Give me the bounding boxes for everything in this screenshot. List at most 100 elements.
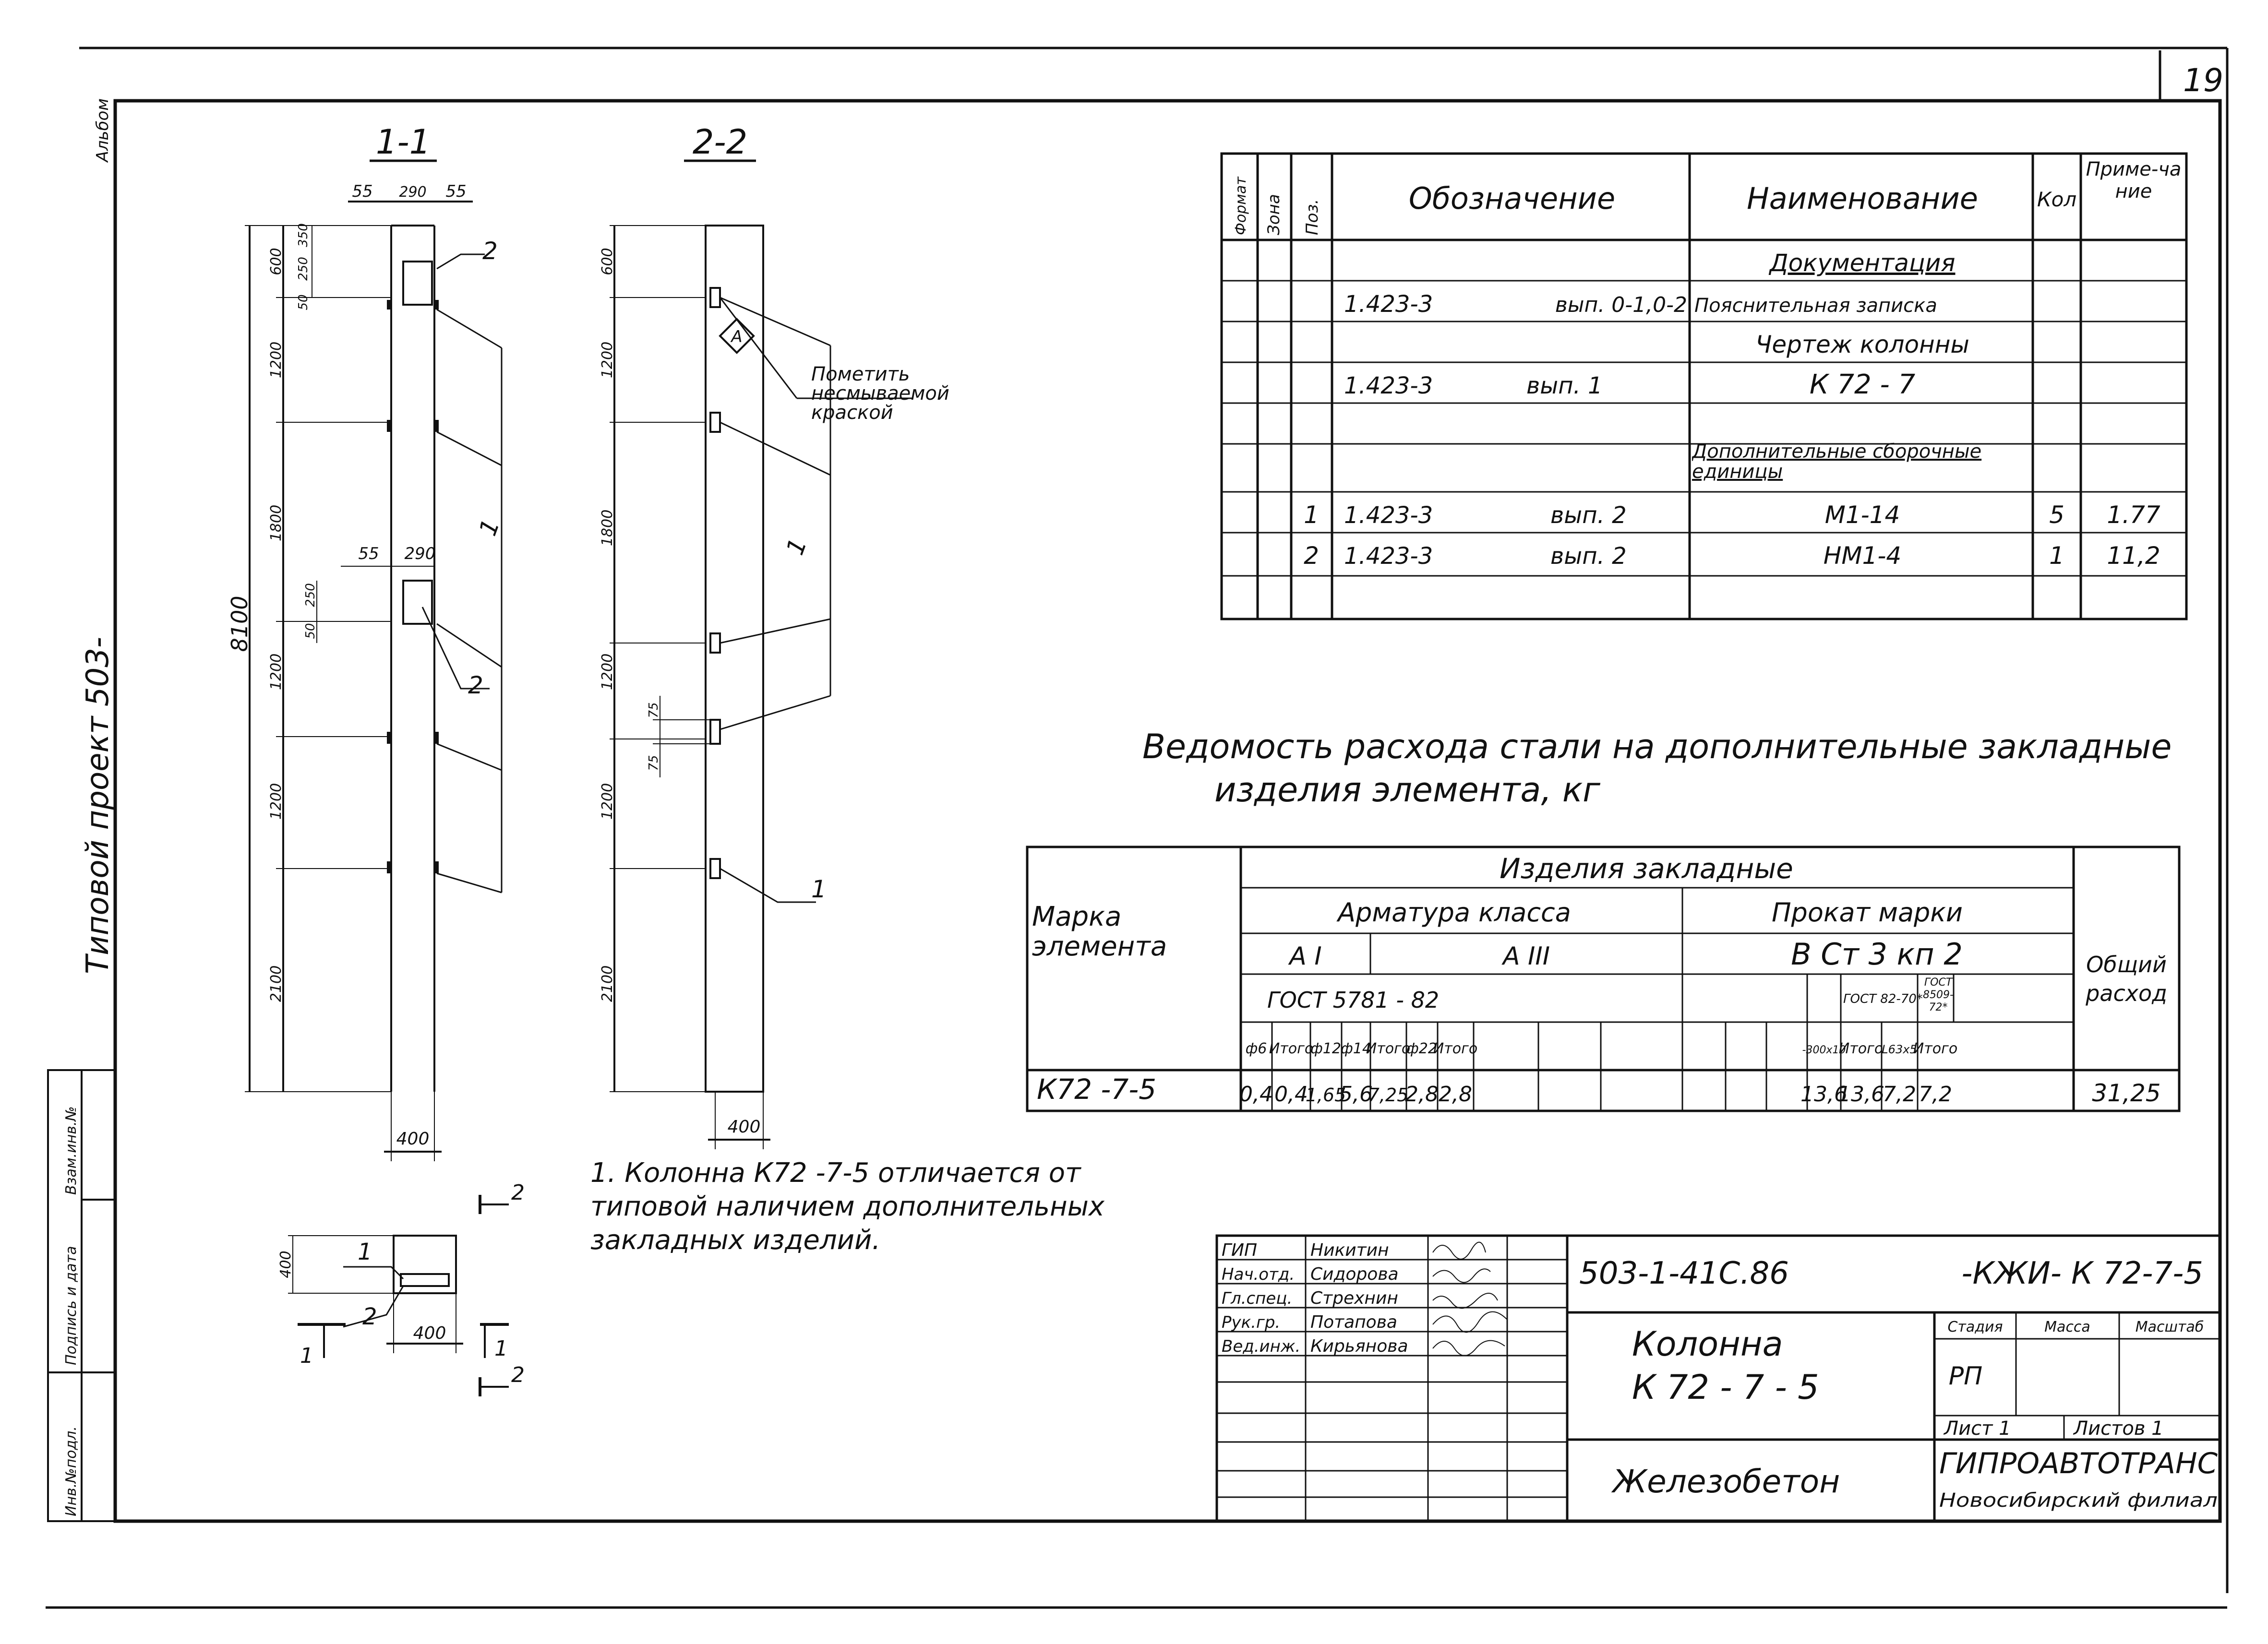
plate-2	[709, 719, 721, 745]
top-vdim-250: 250	[296, 257, 311, 281]
sheet-number: 19	[2183, 62, 2223, 99]
spec-pos: 1	[1304, 501, 1319, 529]
spec-issue: вып. 2	[1550, 502, 1627, 529]
steel-row-value: 2,8	[1439, 1082, 1472, 1107]
steel-row-value: 2,8	[1405, 1082, 1439, 1107]
spec-note: 1.77	[2107, 501, 2160, 529]
mid-vdim-50: 50	[303, 623, 318, 639]
spec-table-frame	[1220, 152, 2188, 620]
plan-leader-2	[343, 1286, 404, 1328]
side-inv-no: Инв.№подл.	[63, 1426, 80, 1516]
tb-name: Сидорова	[1310, 1264, 1399, 1284]
title-block: ГИП Нач.отд. Гл.спец. Рук.гр. Вед.инж. Н…	[1215, 1234, 2221, 1523]
callout-1: 1	[474, 515, 505, 539]
steel-sub-headers: ф6 Итого ф12 ф14 Итого ф22 Итого -300х10…	[1246, 1040, 1958, 1057]
base-width-2: 400	[728, 1117, 761, 1137]
leader-line	[436, 253, 485, 270]
steel-rolled-header: Прокат марки	[1772, 897, 1963, 928]
vdim-600: 600	[268, 248, 285, 275]
steel-row-mark: К72 -7-5	[1037, 1073, 1156, 1106]
section-2-2: 2-2	[599, 122, 949, 1149]
spec-issue: вып. 0-1,0-2	[1555, 293, 1687, 317]
side-replace: Взам.инв.№	[63, 1106, 80, 1195]
steel-row-value: 13,6	[1800, 1082, 1848, 1107]
spec-name-box: Дополнительные сборочные единицы	[1692, 441, 1981, 482]
tb-scale-header: Масштаб	[2136, 1319, 2204, 1335]
leader-line	[720, 868, 816, 903]
spec-code: 1.423-3	[1344, 372, 1433, 399]
upper-opening	[402, 261, 433, 306]
plate-2	[709, 287, 721, 308]
spec-name: НМ1-4	[1824, 542, 1901, 570]
tb-stage-header: Стадия	[1947, 1319, 2003, 1335]
signature-scribble	[1432, 1268, 1491, 1283]
tb-mass-header: Масса	[2044, 1319, 2090, 1335]
steel-total-header-box: Общий расход	[2086, 952, 2167, 1006]
leader-line	[720, 421, 831, 476]
tb-doc-code: 503-1-41С.86	[1579, 1256, 1789, 1291]
spec-name: К 72 - 7	[1810, 369, 1916, 400]
steel-row-value: 7,25	[1368, 1084, 1409, 1106]
steel-row-value: 0,4	[1274, 1082, 1308, 1107]
signature-scribble	[1432, 1241, 1486, 1260]
leader-line	[436, 872, 502, 893]
steel-sub-header: -300х10	[1802, 1044, 1846, 1056]
top-vdim-50: 50	[296, 294, 311, 310]
steel-gost-8240: ГОСТ 82-70*	[1843, 992, 1923, 1006]
plan-view: 400 400 1 2 2 1 1 2	[277, 1180, 525, 1396]
plan-outline	[393, 1235, 457, 1294]
tb-sheets: Листов 1	[2073, 1418, 2164, 1440]
steel-title-line2: изделия элемента, кг	[1214, 770, 1601, 810]
steel-class-ai: А I	[1288, 942, 1321, 971]
tb-stage: РП	[1949, 1362, 1982, 1391]
tb-name: Потапова	[1310, 1312, 1397, 1332]
plan-leader-1	[343, 1266, 404, 1280]
plate-2	[709, 632, 721, 654]
overall-height: 8100	[227, 596, 252, 652]
spec-row: 1.423-3 вып. 0-1,0-2 Пояснительная запис…	[1344, 291, 1937, 318]
plan-plate	[400, 1273, 450, 1287]
sheet-frame	[46, 47, 2229, 1609]
steel-data-row: К72 -7-5 0,4 0,4 1,65 5,6 7,25 2,8 2,8 1…	[1037, 1073, 2161, 1107]
steel-sub-header: Итого	[1366, 1040, 1410, 1057]
base-width: 400	[396, 1129, 430, 1149]
small-dim-75: 75	[647, 755, 661, 771]
leader-line	[436, 431, 502, 466]
corner-mark: Альбом	[93, 98, 112, 163]
cut-label-2-bottom: 2	[511, 1363, 525, 1387]
spec-qty: 5	[2049, 501, 2064, 529]
spec-header-pos: Поз.	[1303, 199, 1322, 235]
steel-sub-header: ф12	[1310, 1040, 1341, 1057]
steel-sub-header: ф14	[1341, 1040, 1371, 1057]
mid-dim-290: 290	[405, 544, 436, 563]
inner-border	[113, 99, 2222, 1523]
vdim-1200: 1200	[599, 783, 616, 820]
top-dim-290: 290	[399, 184, 426, 201]
leader-line	[421, 607, 490, 690]
vdim-1800: 1800	[268, 505, 285, 541]
spec-issue: вып. 1	[1526, 372, 1603, 399]
spec-row: 2 1.423-3 вып. 2 НМ1-4 1 11,2	[1304, 542, 2160, 570]
tb-sheet: Лист 1	[1943, 1418, 2011, 1440]
callout-2-upper: 2	[482, 237, 498, 265]
vdim-1200: 1200	[268, 654, 285, 690]
mid-opening	[402, 580, 433, 625]
tb-role: Рук.гр.	[1222, 1313, 1280, 1332]
tb-name: Кирьянова	[1310, 1336, 1408, 1356]
tb-name: Никитин	[1310, 1240, 1389, 1260]
spec-name: Документация	[1769, 249, 1956, 277]
steel-title-line1: Ведомость расхода стали на дополнительны…	[1142, 727, 2172, 766]
steel-row-value: 5,6	[1339, 1082, 1373, 1107]
steel-sub-header: L63х5	[1882, 1043, 1917, 1056]
plan-callout-1: 1	[358, 1239, 372, 1265]
spec-header-name: Наименование	[1747, 181, 1978, 216]
steel-gost-rebar: ГОСТ 5781 - 82	[1267, 987, 1439, 1013]
mark-leader	[719, 297, 798, 399]
vdim-2100: 2100	[599, 965, 616, 1002]
steel-row-value: 7,2	[1883, 1082, 1916, 1107]
section-2-title: 2-2	[693, 122, 747, 162]
mark-symbol: А	[730, 327, 742, 346]
spec-code: 1.423-3	[1344, 291, 1433, 318]
mark-note: Пометить несмываемой краской	[811, 365, 949, 424]
